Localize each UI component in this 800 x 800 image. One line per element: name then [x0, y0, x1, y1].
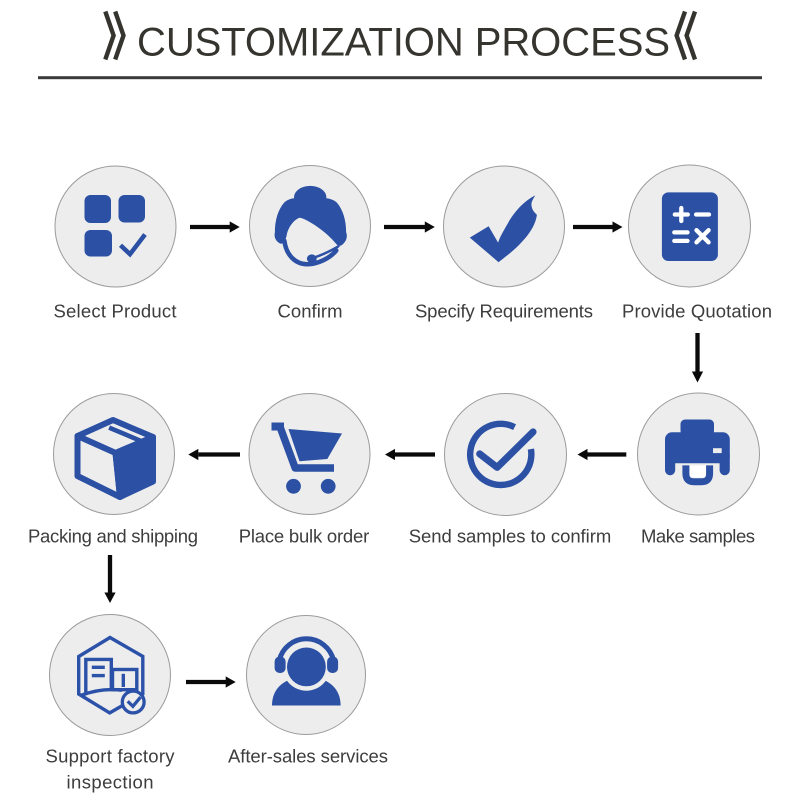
svg-text:Packing and shipping: Packing and shipping — [28, 526, 198, 547]
svg-text:Confirm: Confirm — [278, 301, 343, 322]
svg-text:After-sales services: After-sales services — [228, 746, 388, 767]
svg-text:Select Product: Select Product — [54, 301, 177, 322]
svg-text:Specify Requirements: Specify Requirements — [415, 301, 593, 322]
svg-text:Support factory: Support factory — [46, 746, 176, 767]
svg-text:inspection: inspection — [67, 772, 154, 793]
svg-text:Make samples: Make samples — [641, 526, 755, 547]
svg-text:Send samples to confirm: Send samples to confirm — [409, 526, 612, 547]
svg-text:Place bulk order: Place bulk order — [239, 526, 370, 547]
svg-text:Provide Quotation: Provide Quotation — [622, 301, 772, 322]
svg-text:CUSTOMIZATION PROCESS: CUSTOMIZATION PROCESS — [137, 21, 670, 65]
